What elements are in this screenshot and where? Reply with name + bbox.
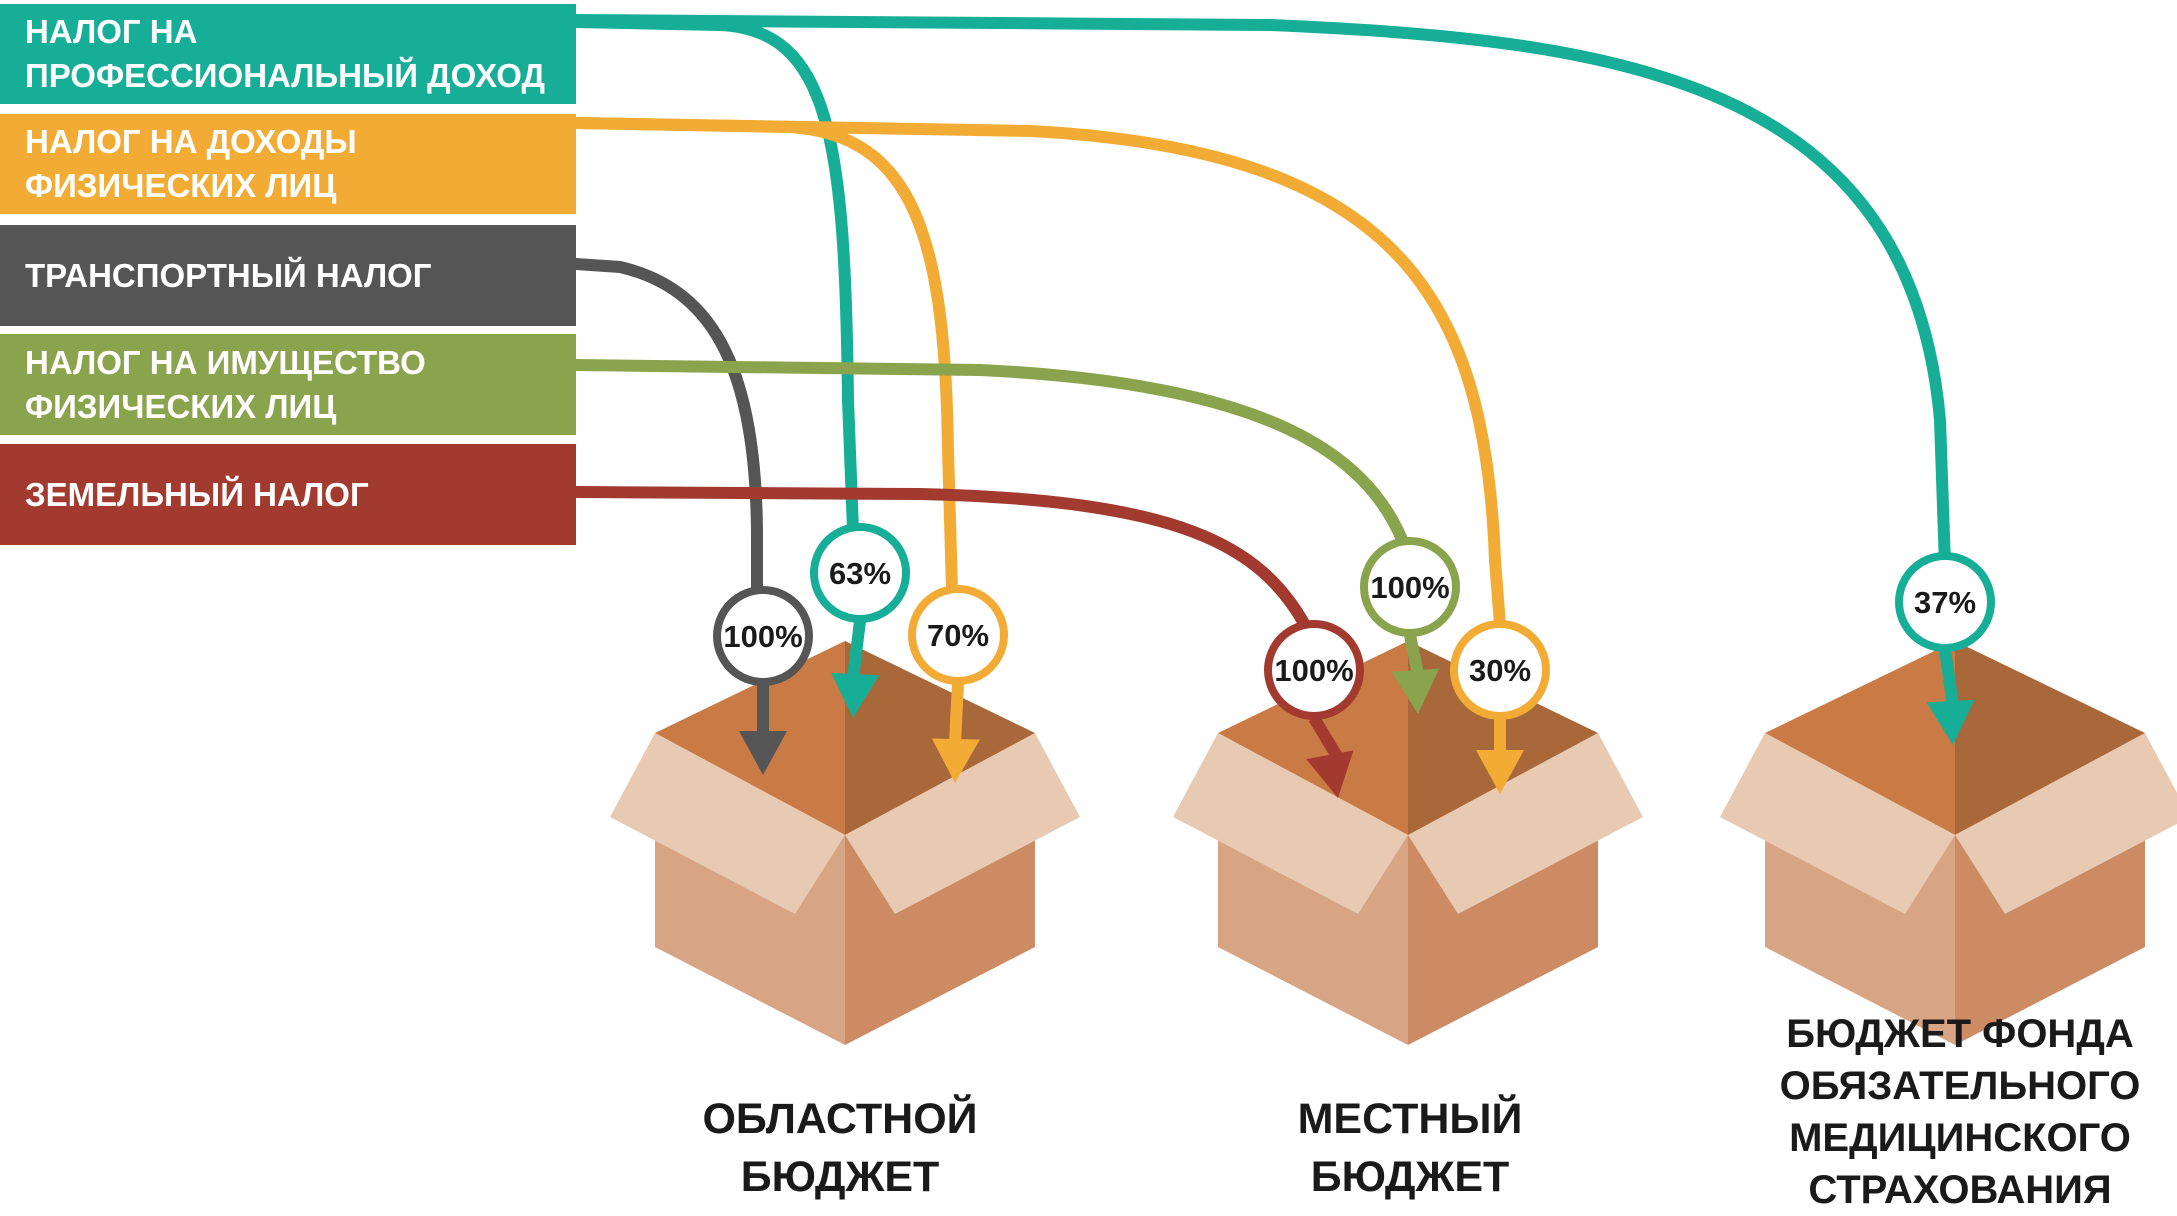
flow-line-ndfl-to-regional (570, 117, 958, 596)
flow-line-transport-to-regional (570, 258, 763, 601)
share-badge-label: 37% (1914, 585, 1976, 620)
tax-label-personal-income: НАЛОГ НА ДОХОДЫ ФИЗИЧЕСКИХ ЛИЦ (0, 114, 576, 214)
flow-stem-ndfl-to-regional (949, 682, 964, 744)
regional-budget-box (610, 641, 1080, 1045)
share-badge-land-to-local (1264, 620, 1364, 720)
tax-label-text: НАЛОГ НА ПРОФЕССИОНАЛЬНЫЙ ДОХОД (25, 13, 545, 94)
share-badge-label: 63% (829, 556, 891, 591)
share-badge-property-to-local (1360, 537, 1460, 637)
budget-title-local: МЕСТНЫЙ БЮДЖЕТ (1297, 1095, 1523, 1201)
flow-stem-property-to-local (1404, 633, 1424, 676)
flow-line-property-to-local (570, 359, 1416, 566)
tax-label-land: ЗЕМЕЛЬНЫЙ НАЛОГ (0, 444, 576, 545)
budget-title-oms: БЮДЖЕТ ФОНДА ОБЯЗАТЕЛЬНОГО МЕДИЦИНСКОГО … (1779, 1012, 2141, 1212)
flow-line-land-to-local (570, 486, 1311, 631)
flow-stem-land-to-local (1308, 714, 1344, 762)
share-badge-npd-to-regional (810, 523, 910, 623)
share-badge-ndfl-to-regional (908, 585, 1008, 685)
arrow-head-icon (1926, 699, 1975, 745)
arrow-head-icon (1391, 668, 1440, 714)
arrow-head-icon (1476, 750, 1524, 794)
tax-label-professional-income: НАЛОГ НА ПРОФЕССИОНАЛЬНЫЙ ДОХОД (0, 4, 576, 104)
tax-label-property: НАЛОГ НА ИМУЩЕСТВО ФИЗИЧЕСКИХ ЛИЦ (0, 334, 576, 435)
arrow-head-icon (831, 672, 880, 718)
tax-label-transport: ТРАНСПОРТНЫЙ НАЛОГ (0, 225, 576, 326)
flow-line-ndfl-to-local (570, 117, 1506, 631)
flow-stem-npd-to-oms (1939, 649, 1959, 706)
local-budget-box (1173, 641, 1643, 1045)
tax-label-text: НАЛОГ НА ДОХОДЫ ФИЗИЧЕСКИХ ЛИЦ (25, 123, 357, 204)
arrow-head-icon (739, 731, 787, 775)
arrow-head-icon (1306, 750, 1354, 798)
share-badge-label: 100% (1274, 653, 1353, 688)
share-badge-label: 100% (1370, 570, 1449, 605)
tax-label-text: ЗЕМЕЛЬНЫЙ НАЛОГ (25, 475, 369, 513)
share-badge-label: 70% (927, 618, 989, 653)
flow-line-npd-to-regional (570, 16, 859, 536)
arrow-head-icon (931, 738, 980, 783)
share-badge-npd-to-oms (1895, 552, 1995, 652)
share-badge-ndfl-to-local (1450, 620, 1550, 720)
tax-label-text: НАЛОГ НА ИМУЩЕСТВО ФИЗИЧЕСКИХ ЛИЦ (25, 343, 426, 425)
share-badge-label: 100% (723, 619, 802, 654)
flow-stem-npd-to-regional (847, 620, 866, 679)
share-badge-label: 30% (1469, 653, 1531, 688)
tax-label-text: ТРАНСПОРТНЫЙ НАЛОГ (25, 256, 432, 294)
share-badge-transport-to-regional (713, 586, 813, 686)
flow-line-npd-to-oms (570, 14, 1951, 571)
budget-title-regional: ОБЛАСТНОЙ БЮДЖЕТ (702, 1095, 978, 1201)
